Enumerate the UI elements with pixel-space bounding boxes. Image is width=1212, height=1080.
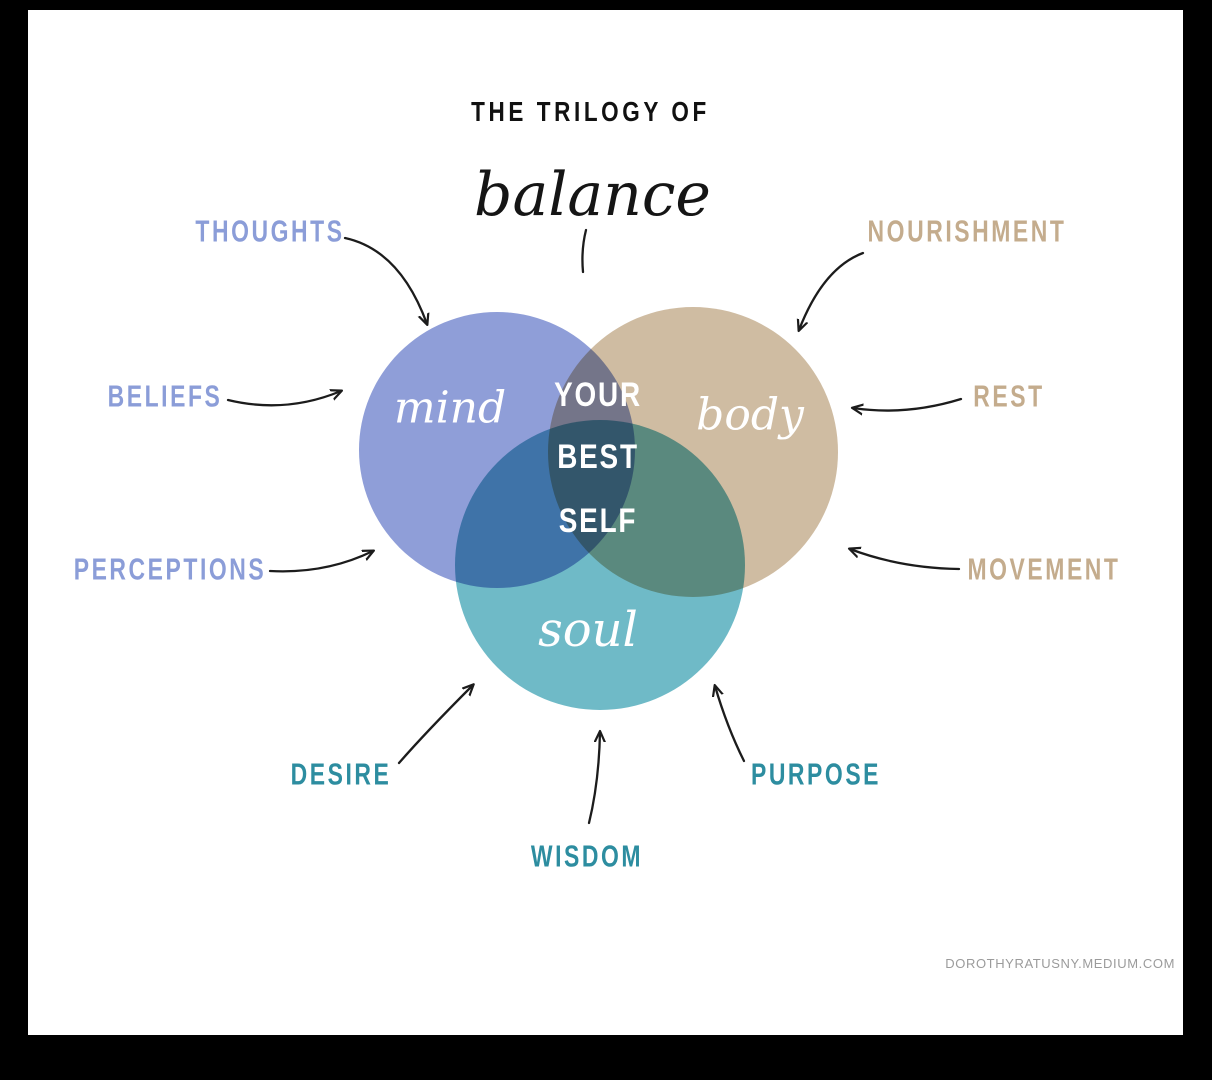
callout-perceptions: PERCEPTIONS: [73, 552, 267, 587]
callout-beliefs: BELIEFS: [107, 379, 223, 414]
poster-canvas: THE TRILOGY OF balance mind body soul: [28, 10, 1183, 1035]
soul-circle: [455, 420, 745, 710]
credit-text: DOROTHYRATUSNY.MEDIUM.COM: [945, 956, 1175, 971]
center-word-best: BEST: [557, 437, 639, 476]
poster-title: THE TRILOGY OF: [471, 96, 710, 128]
callout-rest: REST: [973, 379, 1045, 414]
callout-nourishment: NOURISHMENT: [867, 214, 1067, 249]
callout-purpose: PURPOSE: [750, 757, 882, 792]
callout-desire: DESIRE: [290, 757, 392, 792]
venn-diagram: [28, 10, 1183, 1035]
callout-thoughts: THOUGHTS: [195, 214, 345, 249]
mind-label: mind: [393, 382, 507, 434]
poster-title-script: balance: [474, 160, 711, 230]
body-label: body: [696, 389, 804, 441]
center-word-your: YOUR: [554, 375, 642, 414]
callout-movement: MOVEMENT: [967, 552, 1121, 587]
callout-wisdom: WISDOM: [530, 839, 644, 874]
center-word-self: SELF: [558, 501, 638, 540]
soul-label: soul: [538, 602, 638, 658]
